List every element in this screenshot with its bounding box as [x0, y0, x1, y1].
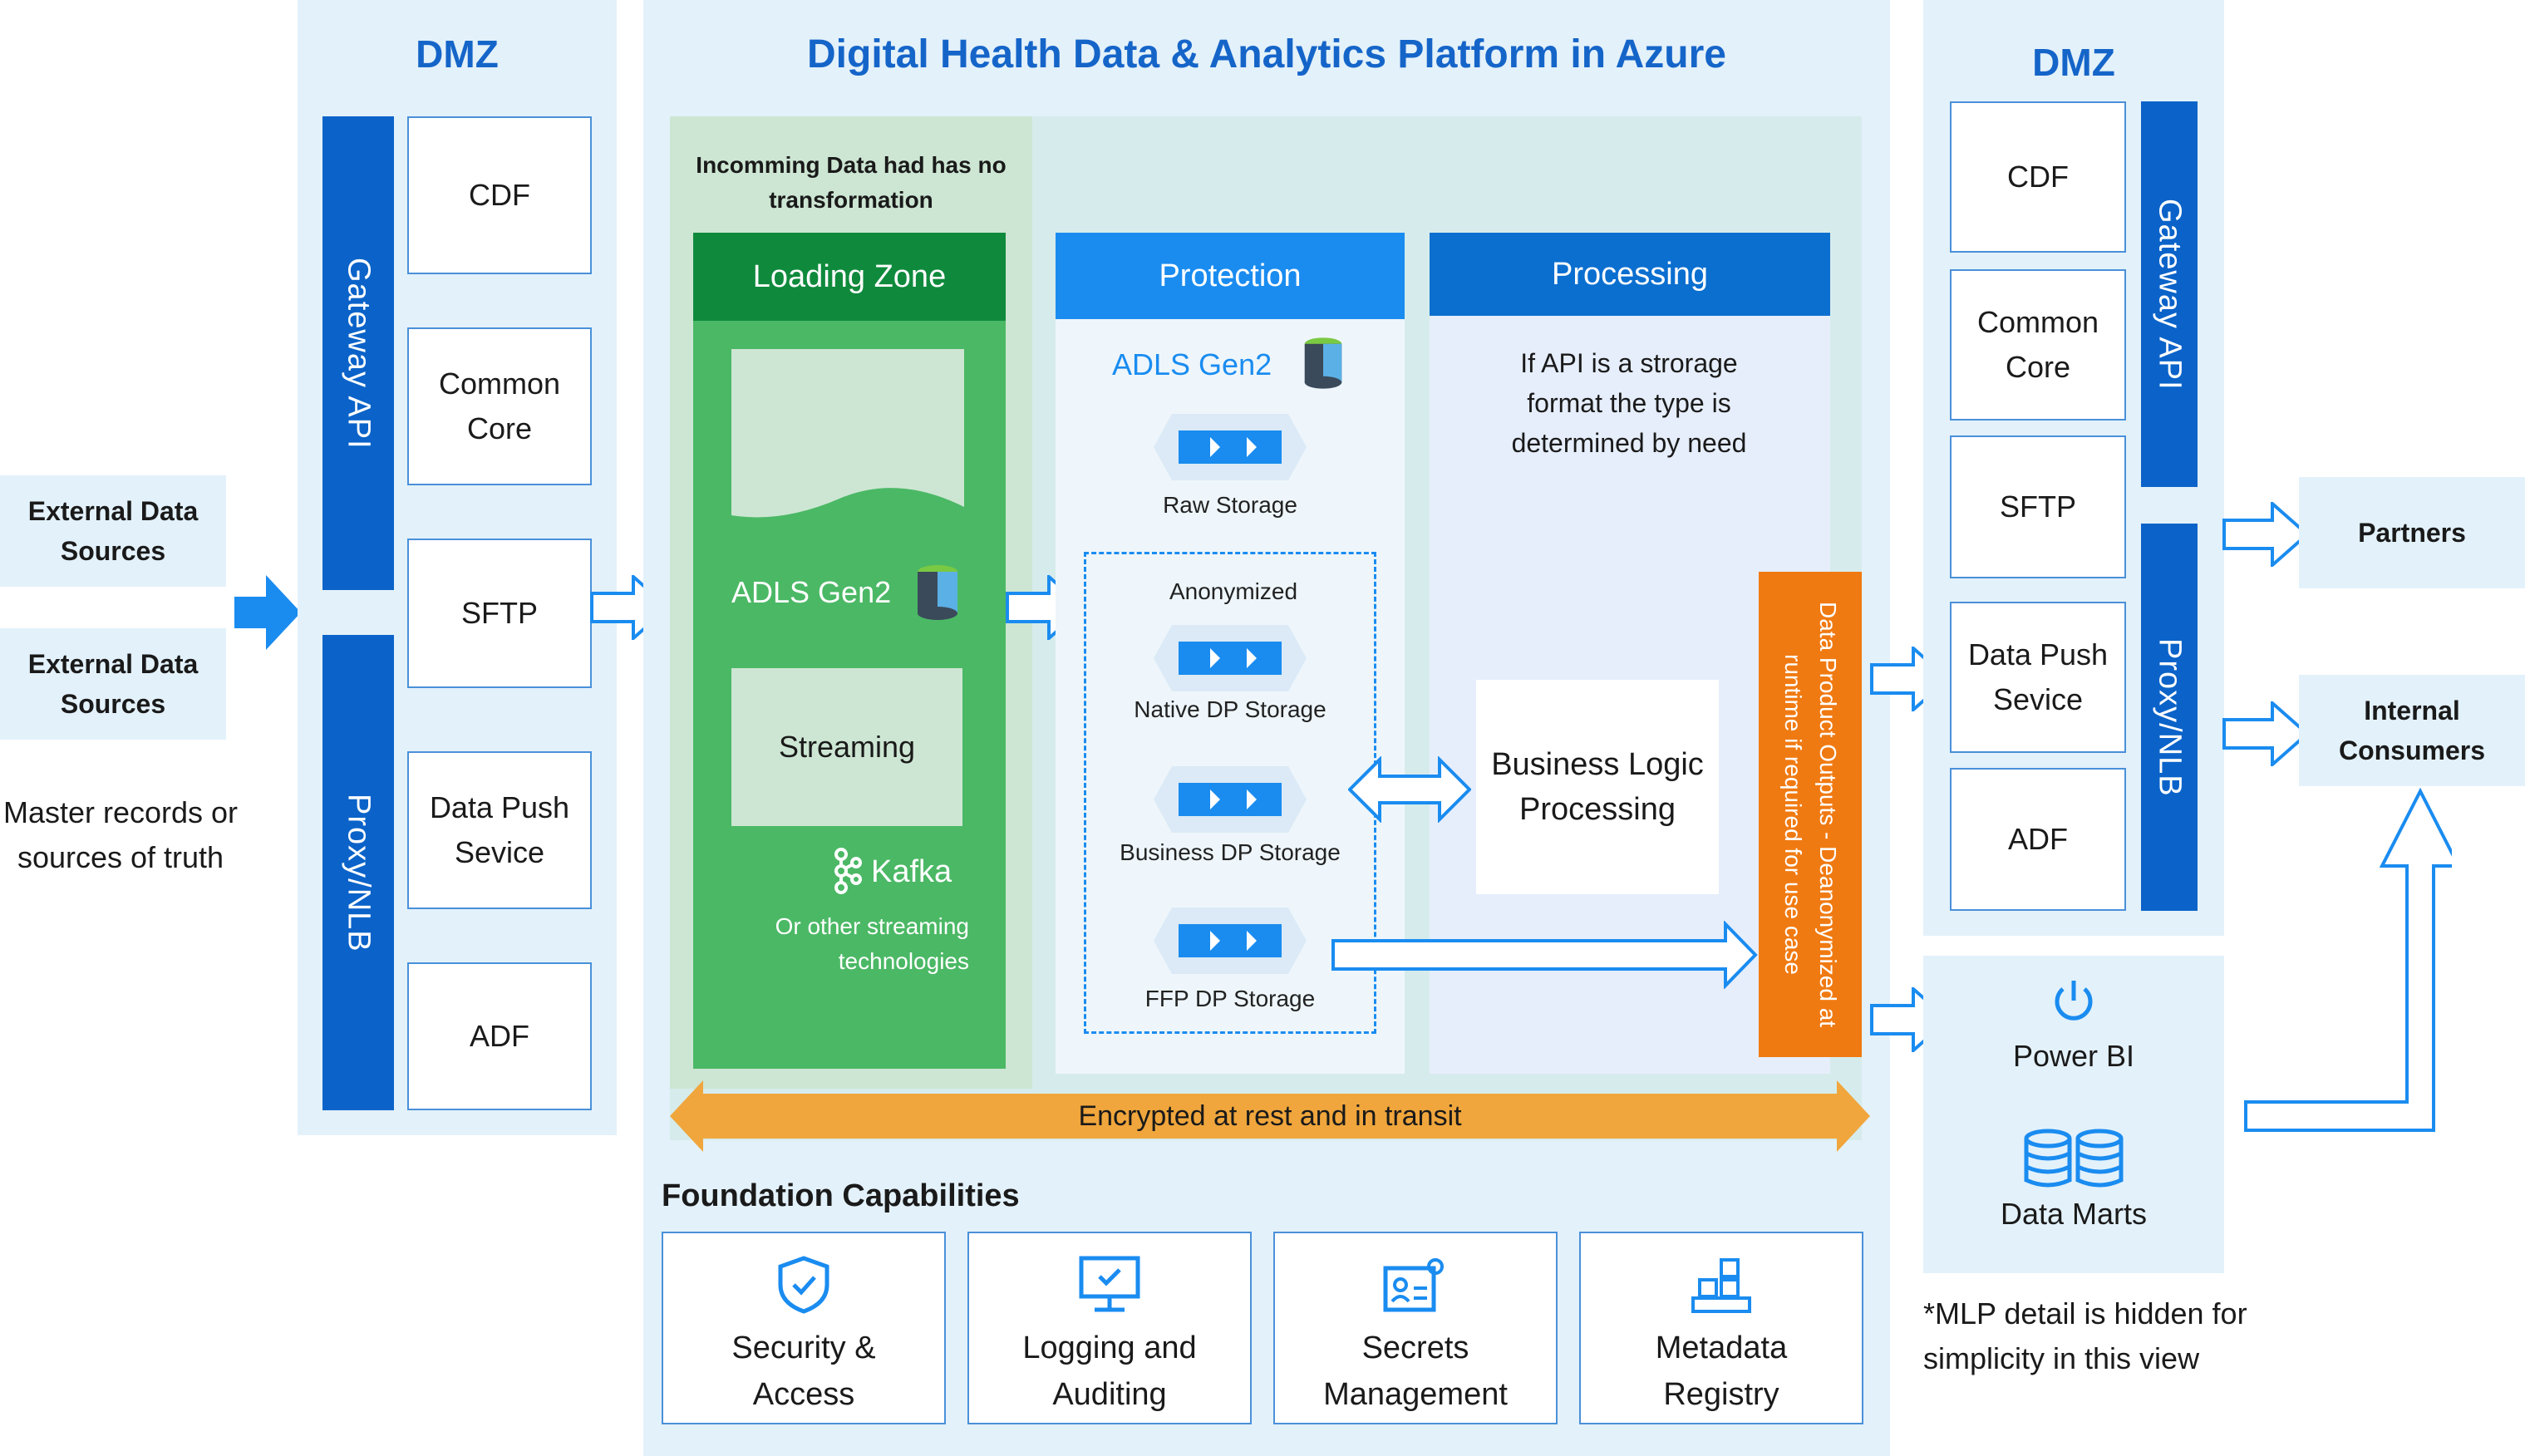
footnote: *MLP detail is hidden for simplicity in …: [1923, 1296, 2247, 1375]
power-bi-label: Power BI: [2012, 1039, 2135, 1073]
dmz-right-box-cdf: CDF: [1950, 101, 2126, 253]
raw-storage-icon: [1154, 414, 1307, 480]
partners-box: Partners: [2299, 477, 2525, 588]
raw-storage-label: Raw Storage: [1163, 492, 1297, 518]
protection-header: Protection: [1056, 233, 1405, 319]
external-source-2-label: External Data Sources: [27, 649, 199, 719]
master-records-text: Master records or sources of truth: [2, 795, 239, 874]
dmz-right-box-sftp: SFTP: [1950, 435, 2126, 578]
protection-adls-label: ADLS Gen2: [1112, 347, 1272, 381]
bidirectional-arrow-icon: [1348, 756, 1471, 823]
business-logic-box: Business Logic Processing: [1476, 680, 1719, 894]
ffp-dp-storage-icon: [1154, 908, 1307, 974]
bi-to-internal-arrow-icon: [2244, 787, 2452, 1132]
power-icon: [2055, 981, 2093, 1021]
to-internal-arrow-icon: [2222, 701, 2309, 766]
loading-zone-document-icon: [731, 349, 964, 518]
foundation-logging: Logging and Auditing: [967, 1232, 1252, 1424]
dmz-left-box-sftp: SFTP: [407, 539, 592, 688]
data-marts-icon: [2024, 1129, 2124, 1188]
dmz-left-proxy-bar: Proxy/NLB: [322, 635, 394, 1110]
kafka-icon: [834, 848, 862, 894]
shield-icon: [778, 1256, 829, 1314]
loading-zone-header: Loading Zone: [693, 233, 1006, 321]
ffp-dp-storage-label: FFP DP Storage: [1144, 986, 1316, 1011]
foundation-title: Foundation Capabilities: [662, 1178, 1020, 1213]
ffp-to-outputs-arrow-icon: [1331, 921, 1758, 989]
kafka-label: Kafka: [871, 854, 952, 889]
dmz-left-box-data-push: Data Push Sevice: [407, 751, 592, 909]
foundation-metadata: Metadata Registry: [1579, 1232, 1863, 1424]
dmz-left-box-adf: ADF: [407, 962, 592, 1110]
dmz-right-title: DMZ: [2032, 41, 2115, 84]
incoming-note: Incomming Data had has no transformation: [696, 152, 1007, 213]
bi-panel: [1923, 956, 2224, 1273]
dmz-left-box-cdf: CDF: [407, 116, 592, 274]
data-product-outputs-bar: Data Product Outputs - Deanonymized at r…: [1759, 572, 1862, 1057]
dmz-right-gateway-bar: Gateway API: [2141, 101, 2198, 487]
anonymized-label: Anonymized: [1169, 578, 1298, 604]
business-dp-storage-icon: [1154, 766, 1307, 833]
dmz-right-box-common-core: Common Core: [1950, 269, 2126, 421]
loading-adls-label: ADLS Gen2: [731, 575, 892, 609]
business-dp-storage-label: Business DP Storage: [1120, 839, 1341, 865]
monitor-check-icon: [1079, 1256, 1140, 1312]
streaming-box: Streaming: [731, 668, 962, 826]
dmz-right-proxy-bar: Proxy/NLB: [2141, 524, 2198, 911]
encrypted-label: Encrypted at rest and in transit: [1078, 1099, 1462, 1132]
native-dp-storage-icon: [1154, 625, 1307, 691]
external-source-1: External Data Sources: [0, 475, 226, 587]
dmz-left-box-common-core: Common Core: [407, 327, 592, 485]
loading-adls-icon: [918, 565, 957, 620]
foundation-security: Security & Access: [662, 1232, 946, 1424]
dmz-left-gateway-bar: Gateway API: [322, 116, 394, 590]
protection-adls-icon: [1304, 337, 1342, 389]
internal-consumers-box: Internal Consumers: [2299, 675, 2525, 786]
processing-header: Processing: [1430, 233, 1830, 316]
data-marts-label: Data Marts: [2000, 1197, 2148, 1231]
to-partners-arrow-icon: [2222, 502, 2309, 567]
native-dp-storage-label: Native DP Storage: [1134, 696, 1326, 722]
external-source-1-label: External Data Sources: [27, 496, 199, 566]
dmz-right-box-adf: ADF: [1950, 768, 2126, 911]
external-source-2: External Data Sources: [0, 628, 226, 740]
id-card-gear-icon: [1383, 1258, 1444, 1312]
foundation-secrets: Secrets Management: [1273, 1232, 1558, 1424]
source-arrow-icon: [234, 575, 301, 650]
dmz-right-box-data-push: Data Push Sevice: [1950, 602, 2126, 753]
platform-title: Digital Health Data & Analytics Platform…: [807, 32, 1726, 76]
blocks-registry-icon: [1691, 1258, 1751, 1313]
encrypted-arrow-icon: [670, 1080, 1870, 1152]
processing-note: If API is a strorage format the type is …: [1511, 348, 1747, 458]
dmz-left-title: DMZ: [416, 32, 499, 76]
kafka-note: Or other streaming technologies: [775, 913, 969, 974]
